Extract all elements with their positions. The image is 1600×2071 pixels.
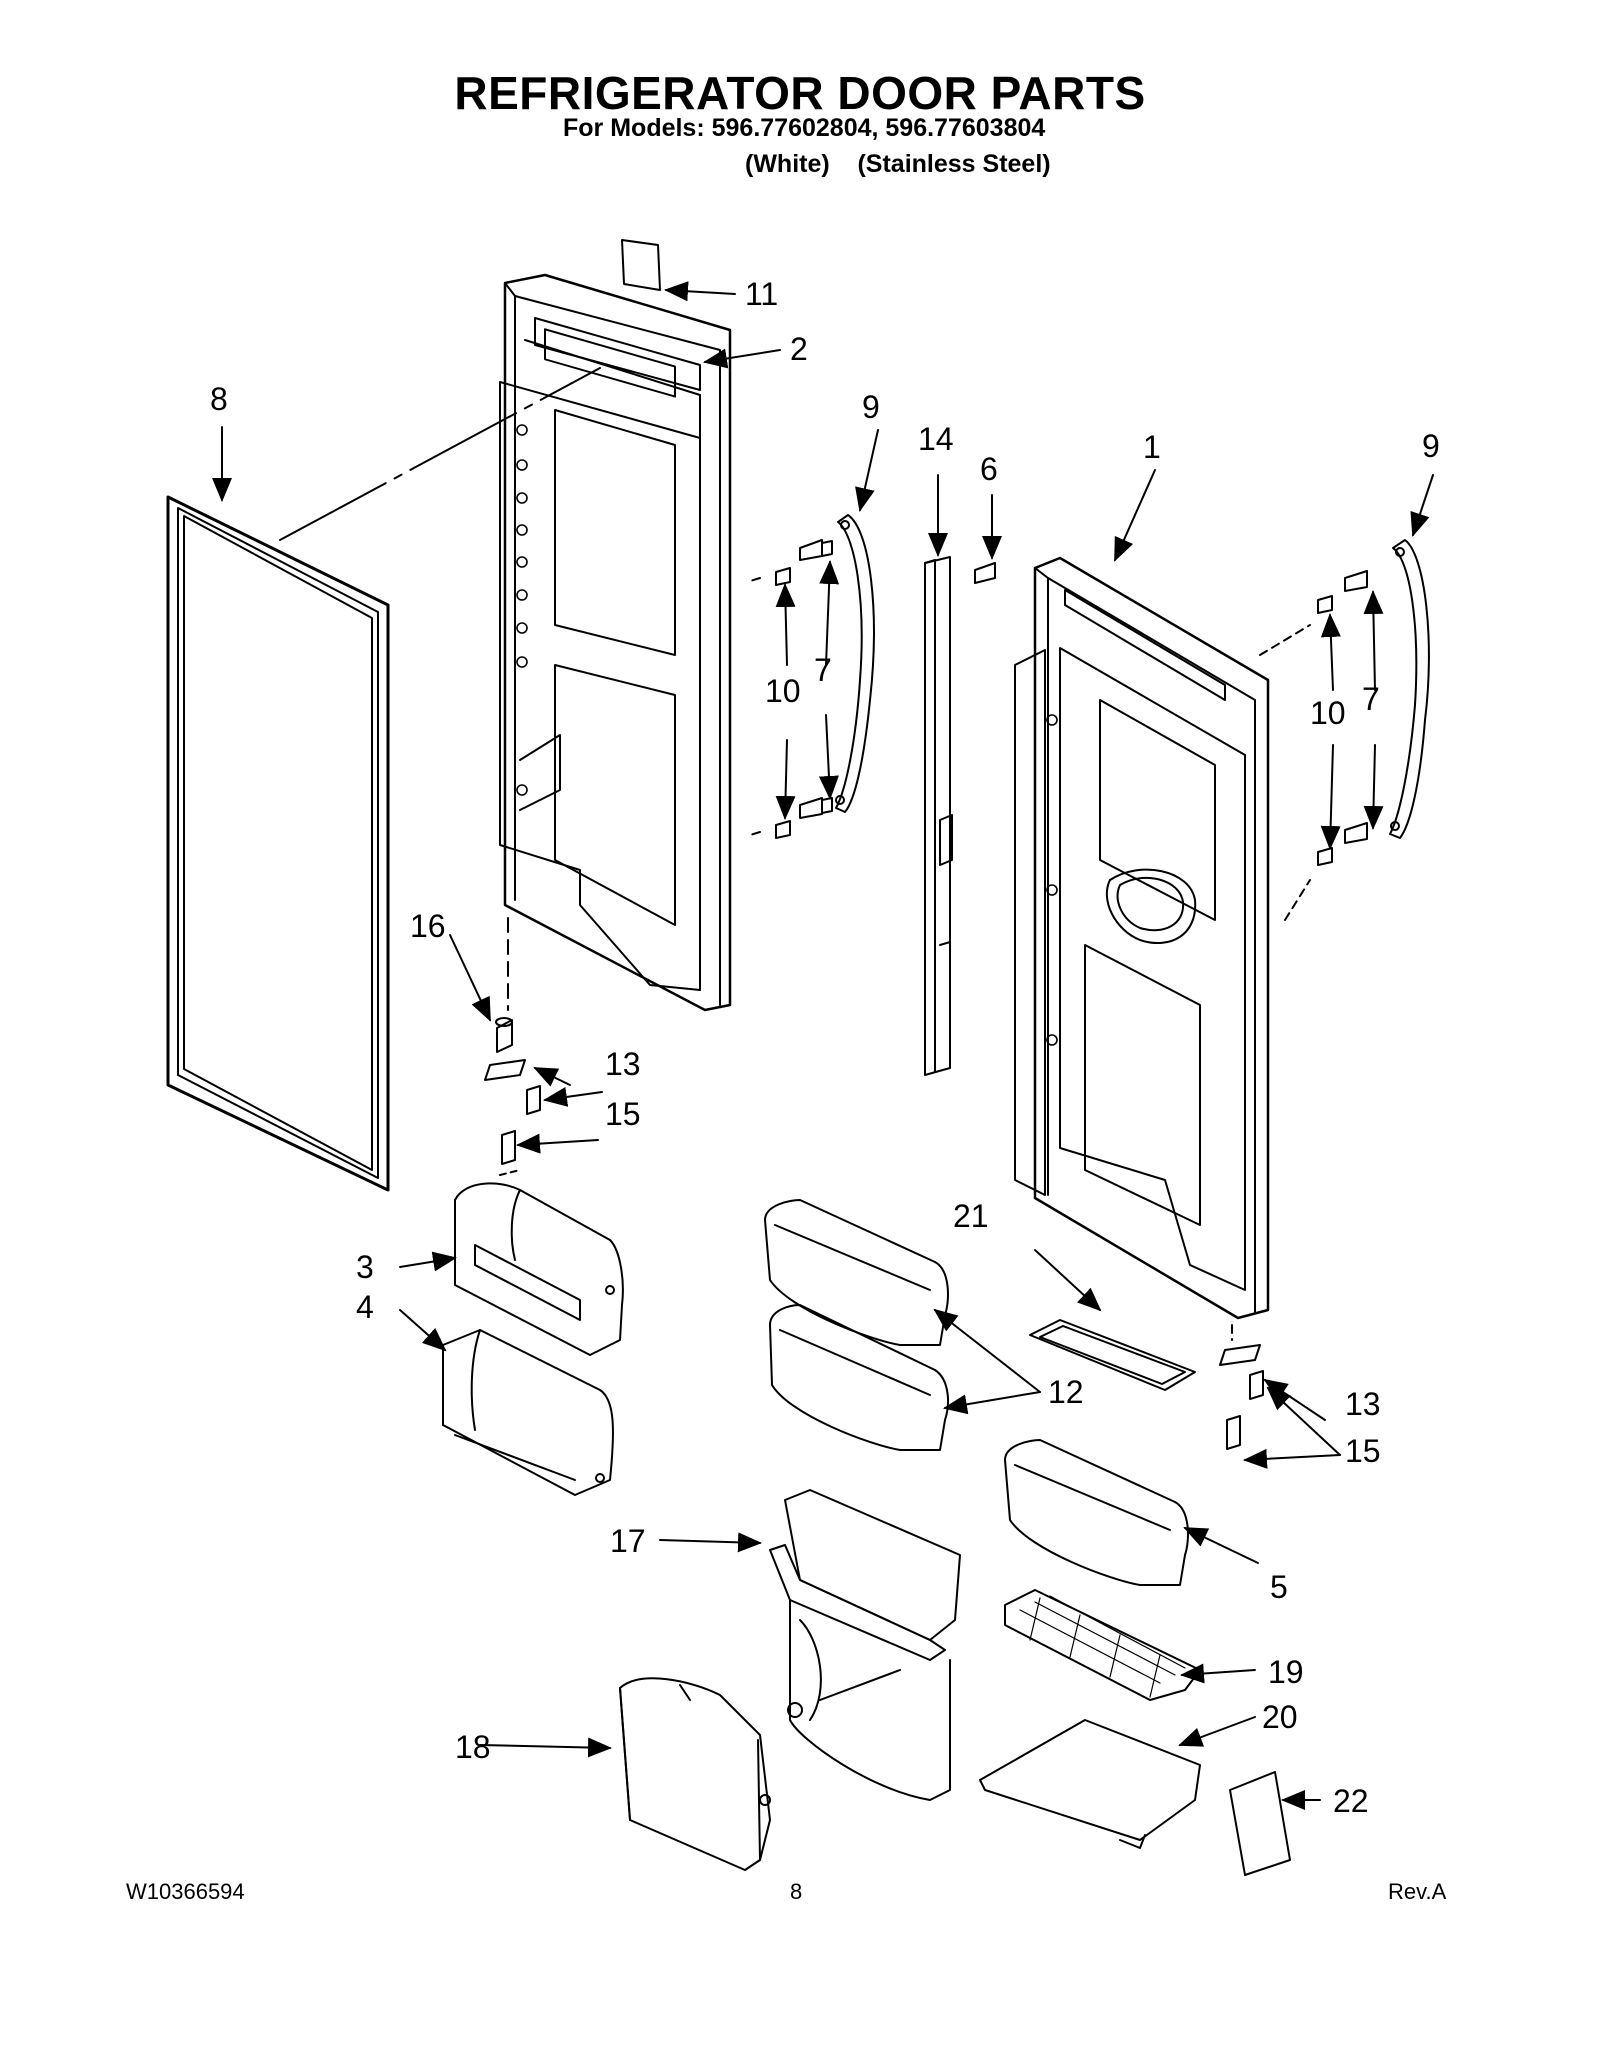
callout-4: 4 — [356, 1289, 374, 1325]
callout-20: 20 — [1262, 1699, 1298, 1735]
callout-1: 1 — [1143, 429, 1161, 465]
part-9-left-handle — [835, 514, 875, 813]
callout-22: 22 — [1333, 1783, 1369, 1819]
callout-10-left: 10 — [765, 673, 801, 709]
part-3-cover — [454, 1182, 624, 1356]
part-14-mullion — [924, 556, 953, 1076]
right-handle-fasteners — [1259, 570, 1368, 921]
part-21-tray — [1029, 1319, 1196, 1391]
callout-labels: 11 2 8 9 14 6 1 9 10 7 10 7 16 13 15 21 … — [210, 276, 1440, 1819]
revision: Rev.A — [1388, 1879, 1447, 1904]
callout-10-right: 10 — [1310, 695, 1346, 731]
part-6-screw — [974, 562, 996, 584]
part-5-bin — [1004, 1439, 1189, 1586]
callout-13-left: 13 — [605, 1046, 641, 1082]
callout-9-left: 9 — [862, 389, 880, 425]
callout-2: 2 — [790, 331, 808, 367]
callout-17: 17 — [610, 1523, 646, 1559]
finish-line: (White) (Stainless Steel) — [745, 150, 1051, 178]
callout-7-right: 7 — [1362, 681, 1380, 717]
part-18-ice-container — [619, 1677, 771, 1871]
callout-13-right: 13 — [1345, 1386, 1381, 1422]
callout-15-right: 15 — [1345, 1433, 1381, 1469]
part-1-right-door-liner — [1014, 556, 1270, 1320]
callout-14: 14 — [918, 421, 954, 457]
part-11-label — [621, 239, 661, 291]
part-17-dispenser-bin — [769, 1489, 961, 1801]
callout-8: 8 — [210, 381, 228, 417]
callout-18: 18 — [455, 1729, 491, 1765]
part-2-left-door-liner — [499, 273, 732, 1012]
callout-16: 16 — [410, 908, 446, 944]
callout-9-right: 9 — [1422, 428, 1440, 464]
callout-7-left: 7 — [814, 652, 832, 688]
callout-6: 6 — [980, 451, 998, 487]
part-12-door-bins — [764, 1199, 949, 1451]
alignment-lines — [279, 367, 601, 541]
part-19-grille — [1004, 1589, 1201, 1701]
page-number: 8 — [790, 1879, 803, 1904]
callout-15-left: 15 — [605, 1096, 641, 1132]
right-lower-hinge — [1219, 1324, 1264, 1450]
callout-21: 21 — [953, 1198, 989, 1234]
part-9-right-handle — [1389, 539, 1430, 839]
callout-11: 11 — [745, 276, 778, 312]
left-lower-hinge — [484, 917, 541, 1176]
callout-3: 3 — [356, 1249, 374, 1285]
leader-arrows — [212, 281, 1434, 1810]
callout-5: 5 — [1270, 1569, 1288, 1605]
callout-19: 19 — [1268, 1654, 1304, 1690]
page-title: REFRIGERATOR DOOR PARTS — [454, 67, 1146, 119]
callout-12: 12 — [1048, 1374, 1084, 1410]
part-4-bin — [442, 1329, 614, 1496]
part-22-small-cover — [1229, 1771, 1291, 1876]
part-8-gasket — [166, 495, 390, 1192]
models-line: For Models: 596.77602804, 596.77603804 — [563, 114, 1046, 142]
part-20-drip-tray — [979, 1719, 1201, 1841]
doc-number: W10366594 — [126, 1879, 245, 1904]
